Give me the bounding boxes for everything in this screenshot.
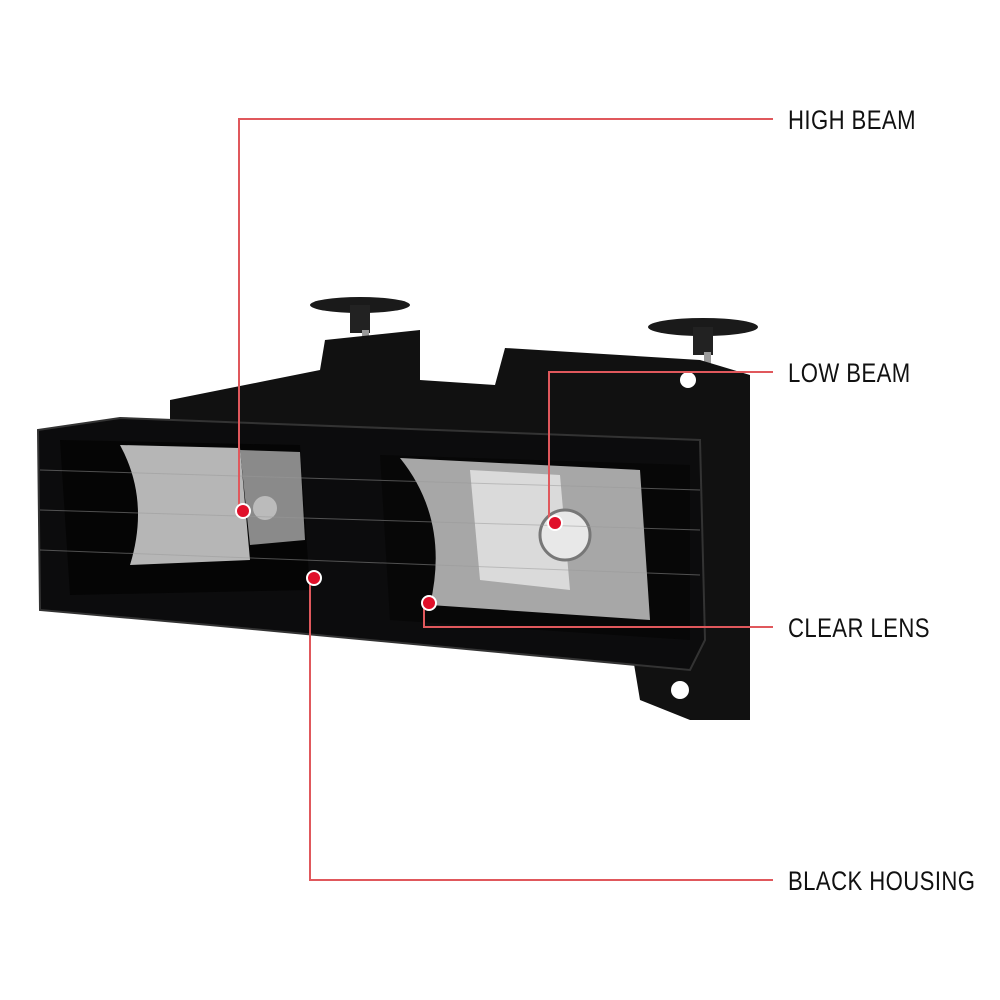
callout-line-clear-lens xyxy=(423,603,773,628)
callout-dot-clear-lens xyxy=(421,595,437,611)
mount-hole xyxy=(680,372,696,388)
mount-hole xyxy=(671,681,689,699)
callout-dot-high-beam xyxy=(235,503,251,519)
callout-line-high-beam xyxy=(238,118,773,510)
label-clear-lens: CLEAR LENS xyxy=(788,613,930,643)
callout-line-low-beam xyxy=(548,371,773,522)
callout-dot-black-housing xyxy=(306,570,322,586)
label-high-beam: HIGH BEAM xyxy=(788,105,916,135)
callout-line-black-housing xyxy=(309,578,773,881)
label-low-beam: LOW BEAM xyxy=(788,358,911,388)
callout-lines xyxy=(238,118,773,881)
label-black-housing: BLACK HOUSING xyxy=(788,866,976,896)
low-beam-bulb xyxy=(538,508,592,562)
high-beam-bulb xyxy=(253,496,277,520)
callout-dot-low-beam xyxy=(547,515,563,531)
